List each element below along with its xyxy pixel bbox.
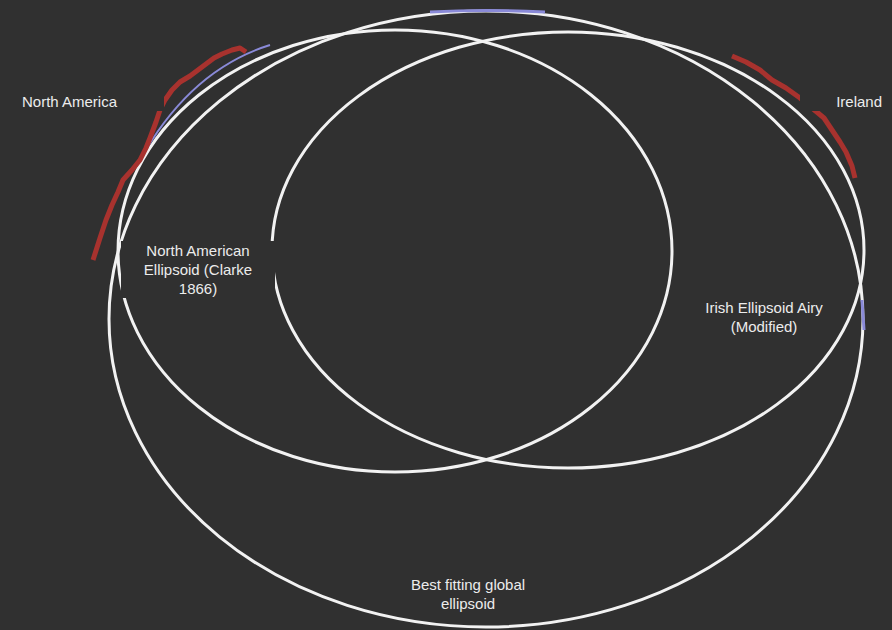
region-label: North America [20,92,164,111]
ellipsoid-label: North American Ellipsoid (Clarke 1866) [121,241,275,298]
ireland-coast [732,56,855,178]
blue-tint [862,300,864,330]
irish-ellipsoid [272,32,864,468]
blue-tint [430,11,545,13]
global-ellipsoid [109,11,863,627]
ellipsoid-label: Irish Ellipsoid Airy (Modified) [695,298,833,336]
ellipsoid-label: Best fitting global ellipsoid [394,575,542,613]
north-american-ellipsoid [118,30,672,472]
region-label: Ireland [800,92,884,111]
north-america-coast [93,48,246,260]
